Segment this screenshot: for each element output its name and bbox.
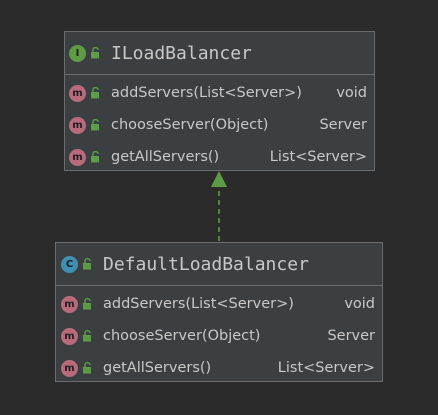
method-signature: chooseServer(Object) xyxy=(111,117,269,133)
method-row-chooseserver[interactable]: m chooseServer(Object) Server xyxy=(56,320,382,352)
unlock-icon xyxy=(83,330,91,342)
method-signature: addServers(List<Server>) xyxy=(103,296,294,312)
method-return-type: List<Server> xyxy=(277,360,375,376)
realization-arrowhead xyxy=(211,171,227,187)
unlock-icon xyxy=(91,87,99,99)
method-row-addservers[interactable]: m addServers(List<Server>) void xyxy=(65,77,374,109)
method-signature: chooseServer(Object) xyxy=(103,328,261,344)
method-return-type: Server xyxy=(327,328,375,344)
method-row-chooseserver[interactable]: m chooseServer(Object) Server xyxy=(65,109,374,141)
interface-methods: m addServers(List<Server>) void m choose… xyxy=(65,75,374,173)
unlock-icon xyxy=(91,151,99,163)
unlock-icon xyxy=(91,119,99,131)
method-icon: m xyxy=(61,359,78,377)
method-row-getallservers[interactable]: m getAllServers() List<Server> xyxy=(65,141,374,173)
class-icon: C xyxy=(61,255,78,273)
method-return-type: void xyxy=(336,85,367,101)
interface-iloadbalancer-node[interactable]: I ILoadBalancer m addServers(List<Server… xyxy=(64,31,375,171)
class-header: C DefaultLoadBalancer xyxy=(56,243,382,286)
interface-icon: I xyxy=(69,44,86,62)
unlock-icon xyxy=(83,258,91,270)
method-return-type: void xyxy=(344,296,375,312)
method-icon: m xyxy=(61,295,78,313)
method-icon: m xyxy=(69,148,86,166)
method-icon: m xyxy=(69,84,86,102)
method-icon: m xyxy=(61,327,78,345)
unlock-icon xyxy=(91,47,99,59)
method-return-type: List<Server> xyxy=(269,149,367,165)
method-icon: m xyxy=(69,116,86,134)
method-signature: getAllServers() xyxy=(103,360,212,376)
class-defaultloadbalancer-node[interactable]: C DefaultLoadBalancer m addServers(List<… xyxy=(55,242,383,382)
interface-header: I ILoadBalancer xyxy=(65,32,374,75)
class-name: DefaultLoadBalancer xyxy=(103,253,309,275)
unlock-icon xyxy=(83,298,91,310)
unlock-icon xyxy=(83,362,91,374)
method-signature: getAllServers() xyxy=(111,149,220,165)
class-methods: m addServers(List<Server>) void m choose… xyxy=(56,286,382,384)
method-return-type: Server xyxy=(319,117,367,133)
method-signature: addServers(List<Server>) xyxy=(111,85,302,101)
method-row-getallservers[interactable]: m getAllServers() List<Server> xyxy=(56,352,382,384)
interface-name: ILoadBalancer xyxy=(111,42,252,64)
method-row-addservers[interactable]: m addServers(List<Server>) void xyxy=(56,288,382,320)
